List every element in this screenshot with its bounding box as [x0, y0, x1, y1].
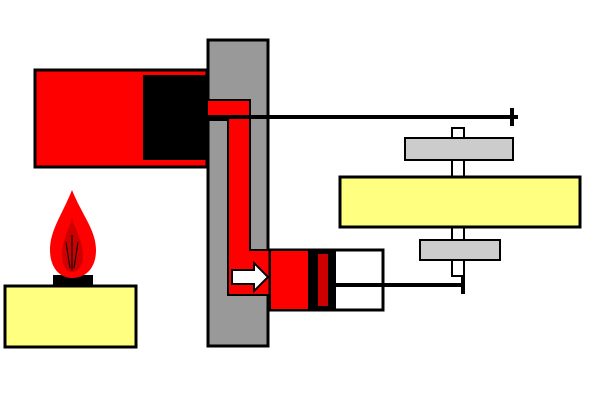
displacer-piston	[143, 75, 207, 160]
right-arrow-icon	[231, 260, 270, 294]
burner-wick-holder	[53, 275, 93, 287]
power-piston-highlight	[318, 254, 328, 306]
power-cylinder-gas	[271, 251, 310, 309]
flame-icon	[50, 190, 96, 278]
lower-flywheel	[419, 239, 501, 261]
burner-base	[3, 284, 138, 349]
upper-flywheel	[404, 137, 514, 161]
engine-stand	[338, 175, 582, 229]
